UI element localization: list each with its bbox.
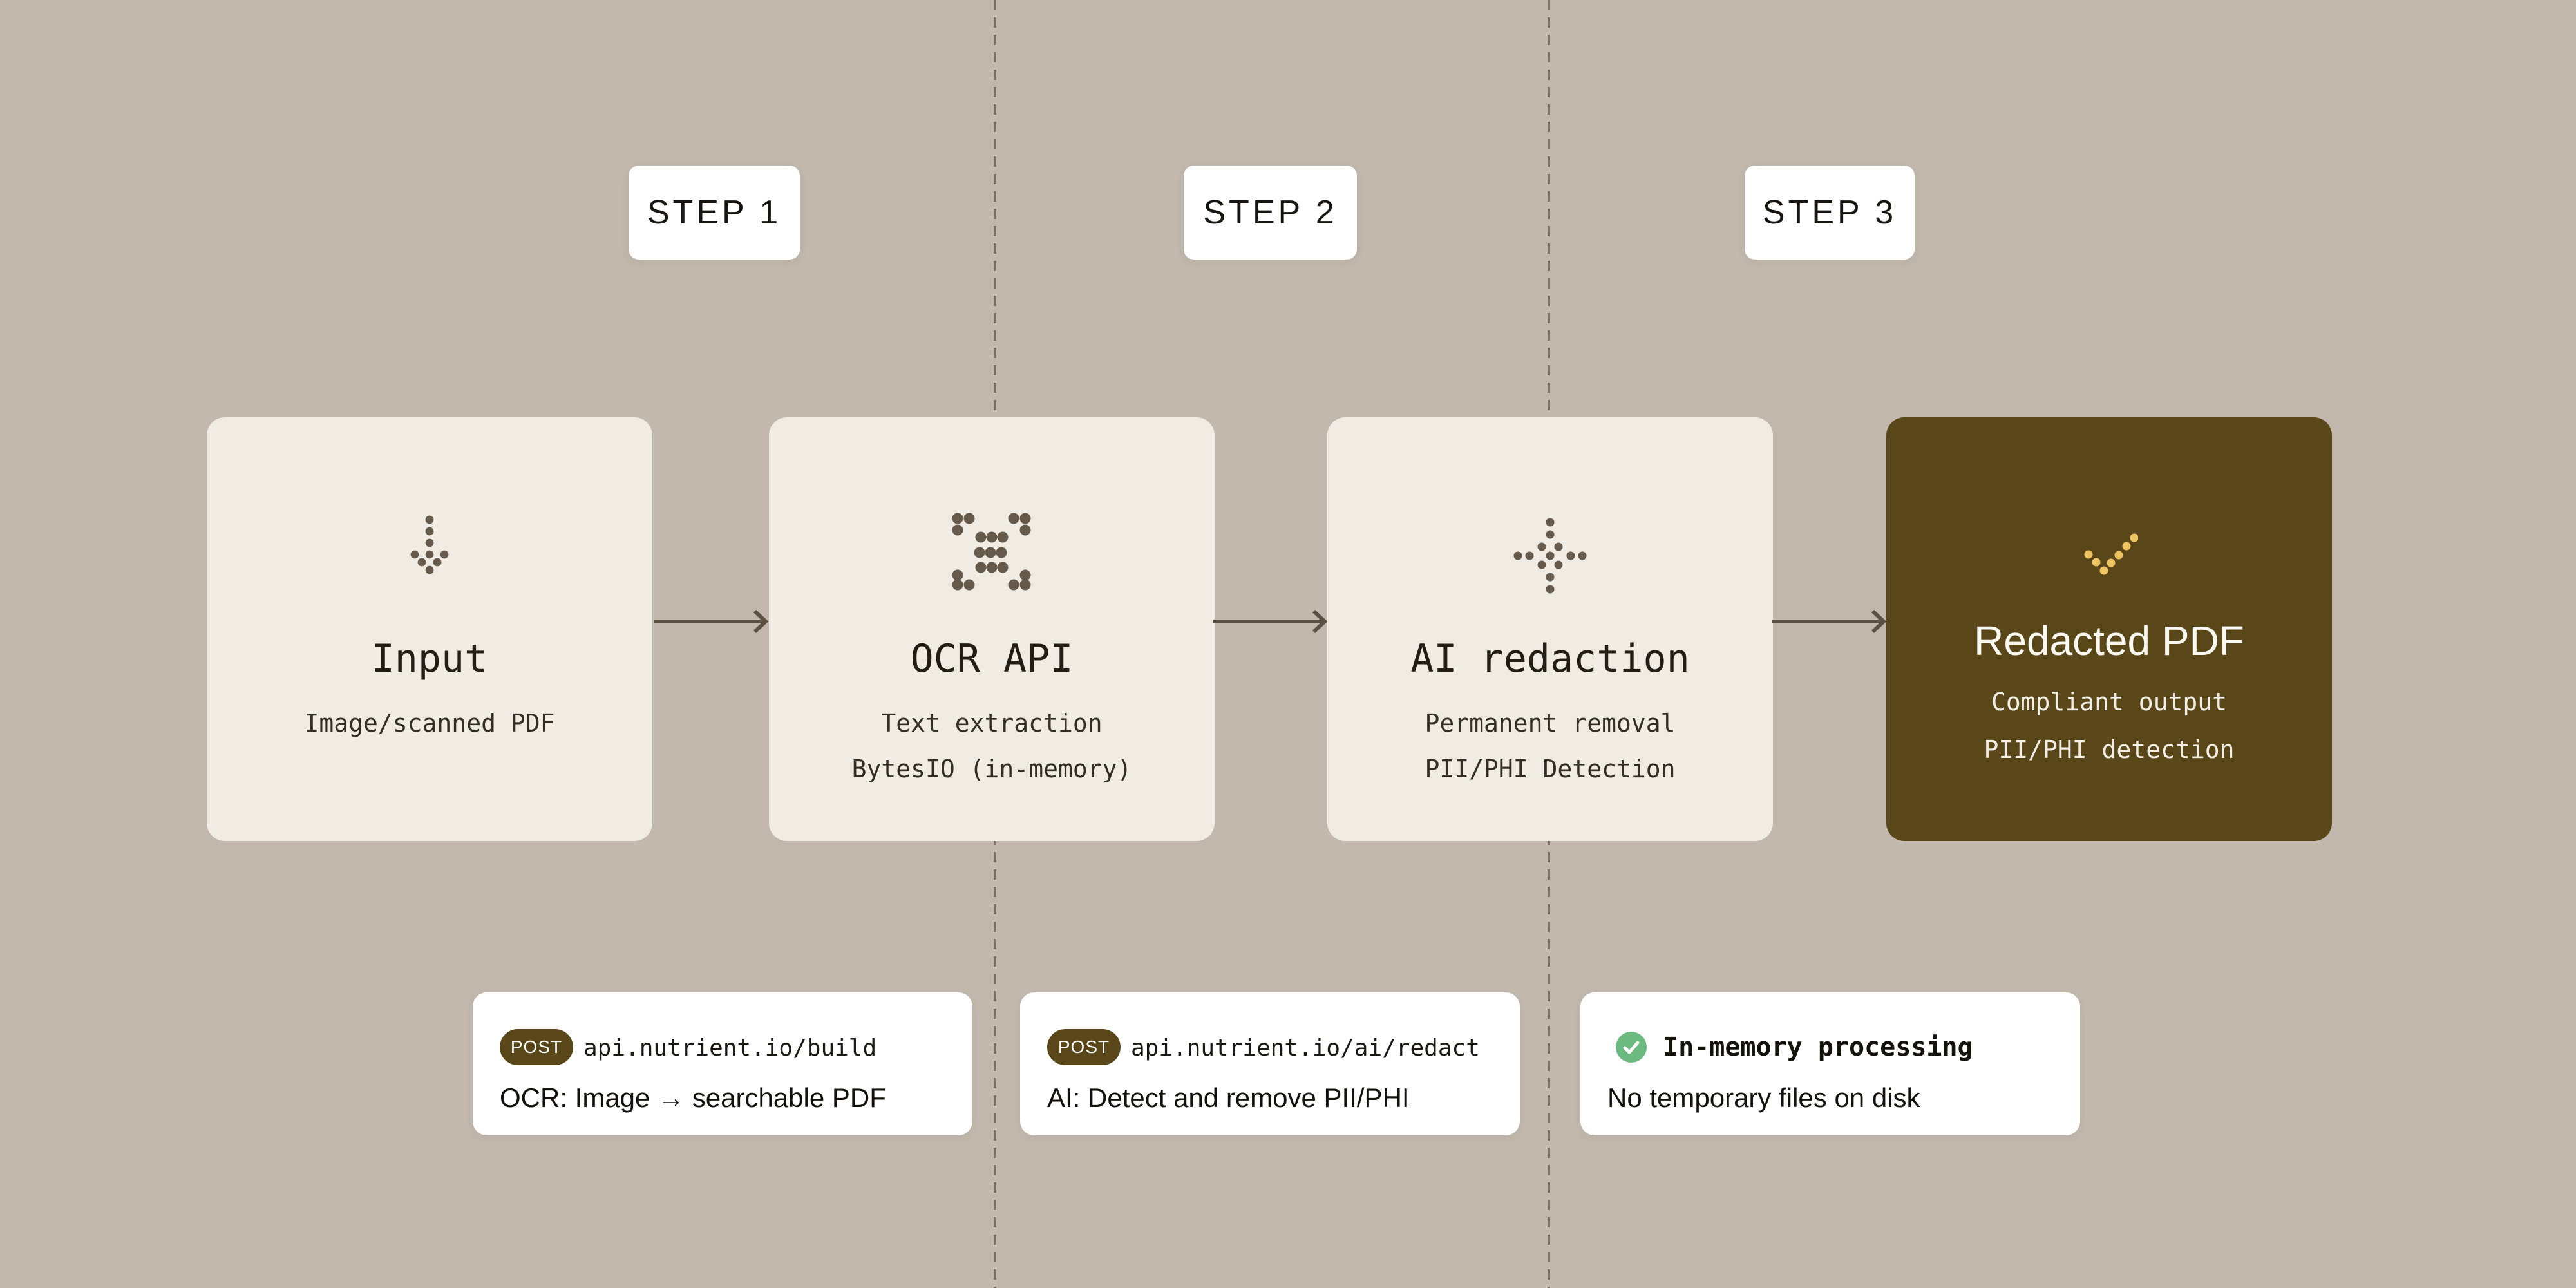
checkmark-dots-icon [2084, 533, 2138, 575]
check-circle-icon [1616, 1032, 1647, 1063]
card-subtitle: PII/PHI Detection [1425, 755, 1676, 783]
step-1-text: STEP 1 [647, 194, 782, 231]
ocr-api-card: OCR API Text extraction BytesIO (in-memo… [769, 417, 1215, 841]
card-title: AI redaction [1410, 636, 1690, 681]
card-subtitle: Permanent removal [1425, 709, 1676, 737]
card-title: Redacted PDF [1974, 618, 2244, 664]
in-memory-description: No temporary files on disk [1607, 1083, 1920, 1113]
flow-arrow-icon [1772, 609, 1887, 634]
redact-endpoint-card: POST api.nutrient.io/ai/redact AI: Detec… [1020, 992, 1520, 1135]
step-3-text: STEP 3 [1762, 194, 1897, 231]
post-badge-text: POST [510, 1037, 563, 1057]
card-subtitle: BytesIO (in-memory) [851, 755, 1132, 783]
input-card: Input Image/scanned PDF [207, 417, 652, 841]
card-subtitle: Text extraction [881, 709, 1103, 737]
card-subtitle: PII/PHI detection [1984, 735, 2235, 764]
step-2-label: STEP 2 [1184, 166, 1357, 260]
endpoint-url: api.nutrient.io/build [583, 1035, 877, 1061]
step-1-label: STEP 1 [629, 166, 800, 260]
flow-arrow-icon [654, 609, 769, 634]
in-memory-card: In-memory processing No temporary files … [1580, 992, 2080, 1135]
post-badge-text: POST [1057, 1037, 1110, 1057]
endpoint-description: OCR: Image → searchable PDF [500, 1083, 886, 1113]
step-2-text: STEP 2 [1203, 194, 1338, 231]
arrow-down-dots-icon [410, 515, 449, 574]
crosshair-dots-icon [1513, 518, 1587, 594]
post-badge: POST [1047, 1029, 1121, 1065]
card-title: OCR API [910, 636, 1074, 681]
build-endpoint-card: POST api.nutrient.io/build OCR: Image → … [473, 992, 972, 1135]
card-subtitle: Compliant output [1991, 688, 2228, 716]
card-subtitle: Image/scanned PDF [304, 709, 555, 737]
in-memory-title: In-memory processing [1663, 1032, 1973, 1062]
post-badge: POST [500, 1029, 573, 1065]
endpoint-description: AI: Detect and remove PII/PHI [1047, 1083, 1410, 1113]
redacted-pdf-card: Redacted PDF Compliant output PII/PHI de… [1886, 417, 2332, 841]
card-title: Input [371, 636, 488, 681]
endpoint-url: api.nutrient.io/ai/redact [1131, 1035, 1480, 1061]
ocr-scan-dots-icon [952, 513, 1031, 591]
step-3-label: STEP 3 [1745, 166, 1915, 260]
ai-redaction-card: AI redaction Permanent removal PII/PHI D… [1327, 417, 1773, 841]
flow-arrow-icon [1213, 609, 1328, 634]
